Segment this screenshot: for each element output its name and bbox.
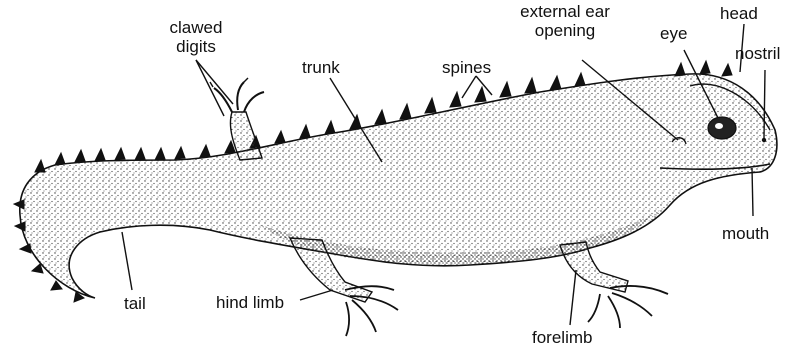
- nostril-drawing: [762, 138, 766, 142]
- label-forelimb: forelimb: [532, 328, 592, 347]
- leader-hind-limb: [300, 290, 333, 300]
- label-external-ear-line1: external ear: [490, 2, 640, 21]
- label-mouth: mouth: [722, 224, 769, 243]
- leader-mouth: [752, 168, 753, 216]
- label-hind-limb: hind limb: [216, 293, 284, 312]
- label-eye: eye: [660, 24, 687, 43]
- tuatara-body: [20, 74, 777, 298]
- leader-spines-b: [476, 76, 492, 95]
- raised-hind-limb: [210, 78, 264, 160]
- label-tail: tail: [124, 294, 146, 313]
- label-clawed-digits-line2: digits: [148, 37, 244, 56]
- leader-nostril: [764, 70, 765, 138]
- label-trunk: trunk: [302, 58, 340, 77]
- label-head: head: [720, 4, 758, 23]
- label-nostril: nostril: [735, 44, 780, 63]
- label-clawed-digits: clawed digits: [148, 18, 244, 56]
- leader-forelimb: [570, 270, 576, 325]
- leader-spines-a: [462, 76, 476, 98]
- label-spines: spines: [442, 58, 491, 77]
- label-external-ear-opening: external ear opening: [490, 2, 640, 40]
- eye-drawing: [708, 117, 736, 139]
- label-external-ear-line2: opening: [490, 21, 640, 40]
- forelimb-drawing: [560, 242, 668, 328]
- leader-tail: [122, 232, 132, 290]
- label-clawed-digits-line1: clawed: [148, 18, 244, 37]
